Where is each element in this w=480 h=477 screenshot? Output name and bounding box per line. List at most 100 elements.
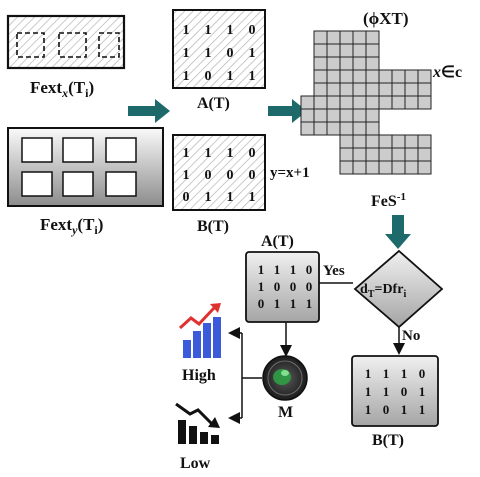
matrix-cell: 0	[205, 168, 212, 183]
grid-cell	[326, 69, 341, 84]
grid-cell	[339, 134, 354, 149]
window-cell	[21, 171, 53, 197]
matrix-cell: 1	[274, 262, 281, 277]
matrix-cell: 0	[258, 296, 265, 311]
grid-cell	[365, 147, 380, 162]
low-label: Low	[180, 455, 211, 472]
matrix-cell: 1	[365, 402, 372, 417]
grid-cell	[365, 108, 380, 123]
grid-cell	[352, 69, 367, 84]
matrix-cell: 1	[227, 69, 234, 84]
m-label: M	[278, 404, 293, 421]
grid-cell	[352, 56, 367, 71]
grid-cell	[365, 160, 380, 175]
matrix-cell: 1	[290, 296, 297, 311]
matrix-cell: 0	[274, 279, 281, 294]
grid-cell	[404, 82, 419, 97]
grid-cell	[404, 147, 419, 162]
matrix-cell: 1	[365, 366, 372, 381]
grid-cell	[404, 95, 419, 110]
matrix-cell: 1	[401, 402, 408, 417]
grid-cell	[313, 30, 328, 45]
b-bottom-label: B(T)	[372, 432, 404, 449]
classifier-bracket	[228, 327, 262, 424]
grid-cell	[313, 82, 328, 97]
grid-cell	[365, 43, 380, 58]
window-cell	[62, 137, 94, 163]
grid-cell	[417, 95, 432, 110]
a-top-matrix-box	[172, 9, 266, 89]
grid-cell	[352, 134, 367, 149]
matrix-cell: 1	[419, 402, 426, 417]
teal-arrow-2	[268, 99, 307, 123]
matrix-cell: 1	[401, 366, 408, 381]
grid-cell	[352, 30, 367, 45]
matrix-cell: 0	[249, 146, 256, 161]
fes-inverse-label: FeS-1	[371, 191, 406, 210]
matrix-cell: 0	[227, 168, 234, 183]
grid-cell	[313, 56, 328, 71]
grid-cell	[326, 108, 341, 123]
grid-cell	[391, 95, 406, 110]
brain-scan-icon	[262, 355, 308, 401]
grid-cell	[417, 147, 432, 162]
matrix-cell: 1	[205, 146, 212, 161]
grid-cell	[300, 108, 315, 123]
grid-cell	[313, 121, 328, 136]
decision-text: dT=Dfri	[360, 282, 406, 300]
fext-y-label: Fexty(Ti)	[40, 215, 103, 237]
fext-x-label: Fextx(Ti)	[30, 78, 94, 100]
matrix-cell: 1	[227, 23, 234, 38]
grid-cell	[404, 160, 419, 175]
x-in-c-label: x∈c	[432, 64, 462, 81]
matrix-cell: 1	[306, 296, 313, 311]
dashed-box-3	[98, 32, 120, 58]
grid-cell	[417, 82, 432, 97]
matrix-cell: 0	[249, 23, 256, 38]
grid-cell	[339, 121, 354, 136]
matrix-cell: 1	[183, 23, 190, 38]
a-decision-matrix-box	[245, 251, 320, 323]
a-decision-label: A(T)	[261, 233, 294, 250]
grid-cell	[313, 108, 328, 123]
grid-cell	[365, 30, 380, 45]
matrix-cell: 1	[205, 46, 212, 61]
matrix-cell: 1	[249, 69, 256, 84]
matrix-cell: 0	[306, 262, 313, 277]
grid-cell	[326, 56, 341, 71]
window-cell	[62, 171, 94, 197]
grid-cell	[404, 134, 419, 149]
grid-cell	[339, 147, 354, 162]
grid-cell	[352, 95, 367, 110]
matrix-cell: 0	[306, 279, 313, 294]
matrix-cell: 1	[383, 384, 390, 399]
low-chart-icon	[175, 402, 220, 444]
grid-cell	[313, 95, 328, 110]
grid-cell	[365, 56, 380, 71]
grid-cell	[339, 30, 354, 45]
grid-cell	[365, 134, 380, 149]
matrix-cell: 1	[205, 190, 212, 205]
grid-cell	[339, 160, 354, 175]
matrix-cell: 0	[183, 190, 190, 205]
grid-cell	[313, 69, 328, 84]
matrix-cell: 1	[205, 23, 212, 38]
fext-x-panel	[6, 14, 126, 70]
grid-cell	[365, 82, 380, 97]
grid-cell	[378, 69, 393, 84]
window-cell	[105, 137, 137, 163]
teal-arrow-1	[128, 99, 170, 123]
grid-cell	[391, 82, 406, 97]
matrix-cell: 1	[419, 384, 426, 399]
window-cell	[21, 137, 53, 163]
grid-cell	[339, 95, 354, 110]
grid-cell	[365, 69, 380, 84]
teal-arrow-down	[385, 215, 411, 249]
b-bottom-matrix-box	[351, 355, 439, 427]
matrix-cell: 1	[365, 384, 372, 399]
grid-cell	[300, 121, 315, 136]
